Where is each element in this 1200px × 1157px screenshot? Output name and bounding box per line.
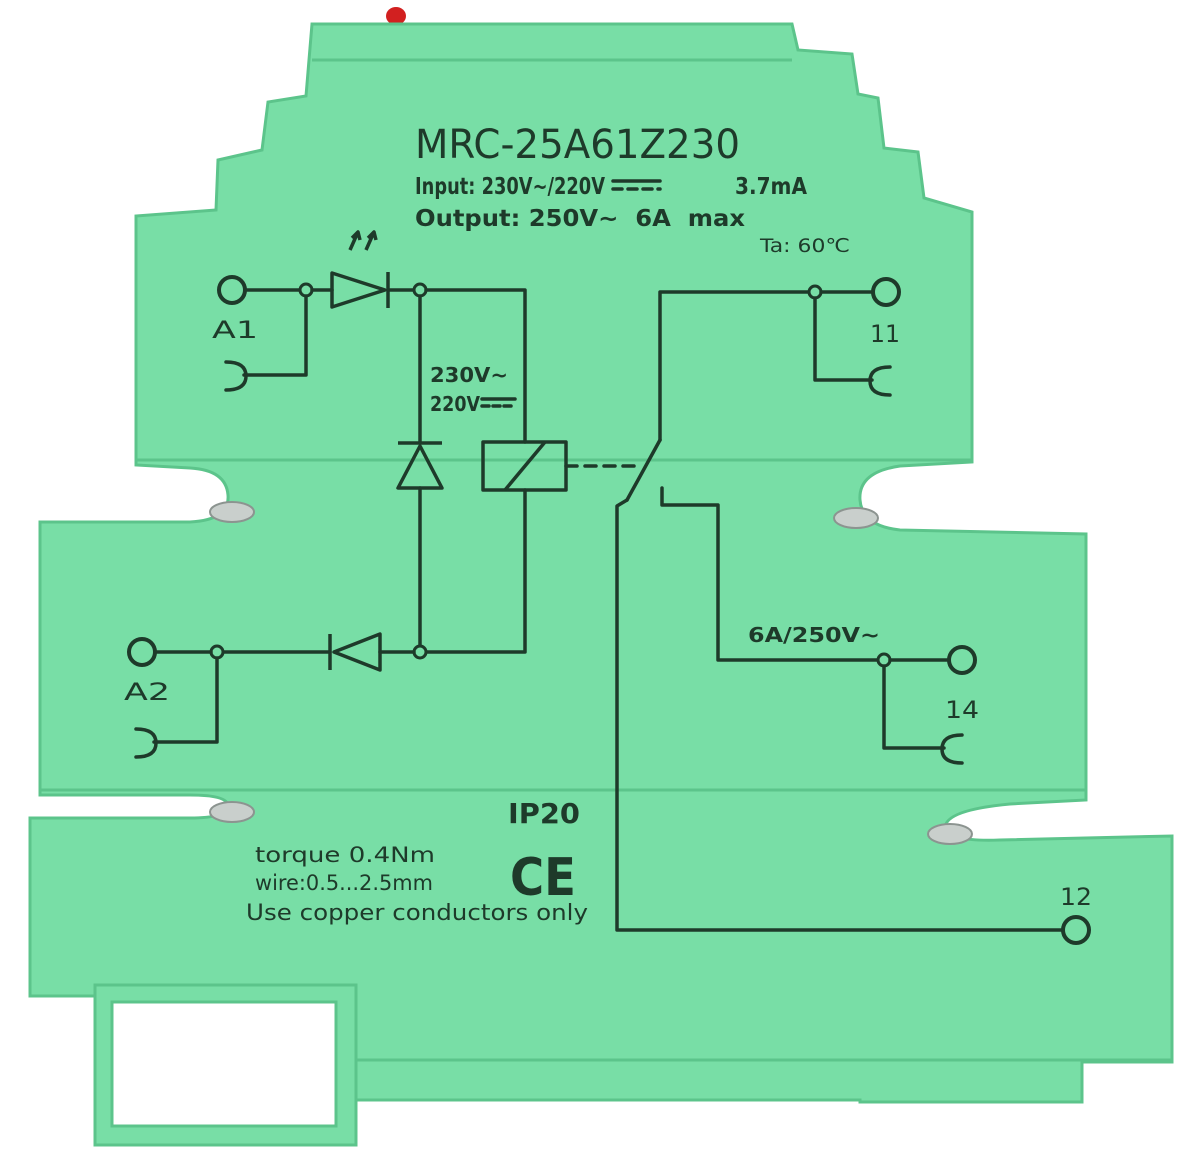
model-number: MRC-25A61Z230: [415, 122, 740, 168]
input-current: 3.7mA: [735, 174, 807, 200]
terminal-14: [947, 645, 977, 675]
input-rating: Input: 230V~/220V: [415, 174, 605, 200]
label-a1: A1: [212, 316, 258, 344]
wire-note: wire:0.5...2.5mm: [255, 871, 433, 895]
terminal-screw: [833, 507, 879, 529]
terminal-screw: [209, 501, 255, 523]
switch-blade: [625, 438, 662, 502]
clamp-symbol: [224, 360, 248, 392]
conductor-note: Use copper conductors only: [246, 901, 588, 926]
ce-mark: CE: [510, 848, 576, 908]
terminal-11: [871, 277, 901, 307]
wire: [658, 290, 811, 442]
junction-node: [412, 282, 428, 298]
junction-node: [412, 644, 428, 660]
clamp-symbol: [940, 733, 964, 765]
coil-rating-dc: 220V: [430, 392, 480, 416]
clamp-symbol: [134, 727, 158, 759]
terminal-a2: [127, 637, 157, 667]
clamp-symbol: [868, 365, 892, 397]
label-a2: A2: [124, 678, 170, 706]
terminal-12: [1061, 915, 1091, 945]
clamp-wire: [152, 656, 219, 744]
label-14: 14: [945, 696, 979, 724]
dc-symbol: [611, 179, 662, 191]
clamp-wire: [813, 296, 874, 382]
din-rail-foot: [93, 983, 358, 1147]
clamp-wire: [882, 664, 946, 750]
junction-node: [298, 282, 314, 298]
contact-rating: 6A/250V~: [748, 623, 880, 647]
wire: [424, 488, 527, 654]
status-led: [386, 7, 406, 25]
wire: [424, 288, 527, 444]
wire: [615, 498, 1065, 932]
clamp-wire: [242, 294, 308, 377]
output-rating: Output: 250V~ 6A max: [415, 206, 745, 232]
label-12: 12: [1060, 883, 1092, 911]
torque-note: torque 0.4Nm: [255, 843, 435, 867]
junction-node: [807, 284, 823, 300]
junction-node: [876, 652, 892, 668]
wire: [660, 486, 880, 662]
relay-housing: [28, 22, 1174, 1104]
terminal-screw: [927, 823, 973, 845]
contact-circuit: [564, 277, 1091, 945]
ip-rating: IP20: [508, 797, 580, 830]
dc-symbol: [480, 397, 517, 408]
terminal-screw: [209, 801, 255, 823]
ambient-temperature: Ta: 60℃: [759, 235, 850, 257]
label-11: 11: [870, 320, 900, 348]
junction-node: [209, 644, 225, 660]
coil-rating-ac: 230V~: [430, 363, 508, 387]
